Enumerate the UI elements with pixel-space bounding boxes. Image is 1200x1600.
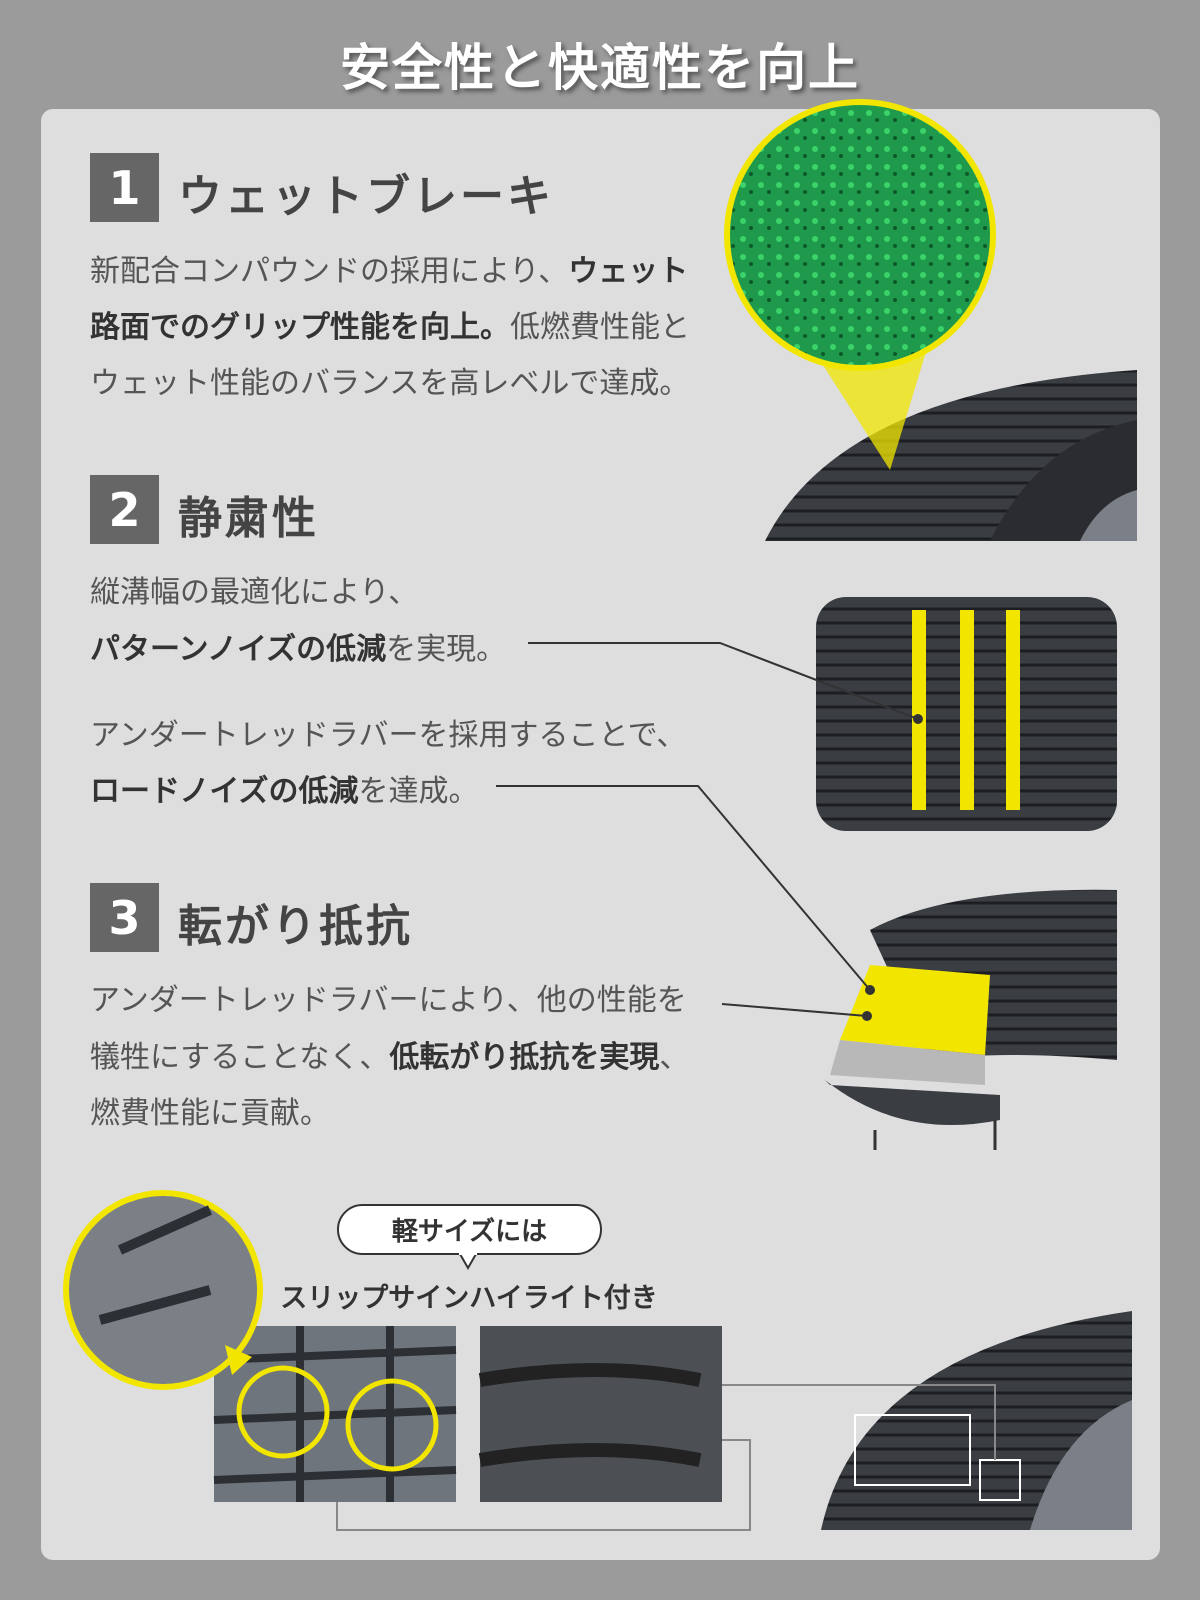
slip-sign-zoom-circle	[63, 1190, 263, 1390]
section-3-line-1: アンダートレッドラバーにより、他の性能を	[90, 983, 687, 1018]
section-1-line-2: 路面でのグリップ性能を向上。低燃費性能と	[90, 310, 690, 345]
section-2-line-1: 縦溝幅の最適化により、	[90, 575, 419, 610]
slip-sign-photo-2	[480, 1326, 722, 1502]
section-number-1: 1	[90, 153, 159, 222]
page-title: 安全性と快適性を向上	[340, 39, 860, 97]
section-3-line-2: 犠牲にすることなく、低転がり抵抗を実現、	[90, 1040, 690, 1075]
section-3-line-3: 燃費性能に貢献。	[90, 1096, 330, 1131]
section-heading-rolling-resistance: 転がり抵抗	[178, 901, 413, 952]
compound-zoom-circle	[724, 99, 996, 371]
slip-sign-caption: スリップサインハイライト付き	[280, 1283, 658, 1314]
tire-side-image	[765, 370, 1137, 541]
tire-tread-image	[816, 597, 1117, 831]
section-2-line-3: アンダートレッドラバーを採用することで、	[90, 718, 687, 753]
section-2-line-2: パターンノイズの低減を実現。	[90, 632, 507, 667]
connector-lines	[496, 642, 923, 1021]
kei-size-bubble: 軽サイズには	[337, 1204, 602, 1255]
slip-sign-photo-1	[213, 1326, 457, 1502]
tire-front-image	[821, 1311, 1132, 1530]
section-2-line-4: ロードノイズの低減を達成。	[90, 774, 479, 809]
section-number-2: 2	[90, 475, 159, 544]
tire-cutaway-image	[825, 889, 1117, 1150]
section-heading-quietness: 静粛性	[178, 493, 319, 544]
section-1-line-3: ウェット性能のバランスを高レベルで達成。	[90, 366, 690, 401]
section-heading-wet-brake: ウェットブレーキ	[178, 171, 554, 222]
section-1-line-1: 新配合コンパウンドの採用により、ウェット	[90, 254, 689, 289]
section-number-3: 3	[90, 883, 159, 952]
